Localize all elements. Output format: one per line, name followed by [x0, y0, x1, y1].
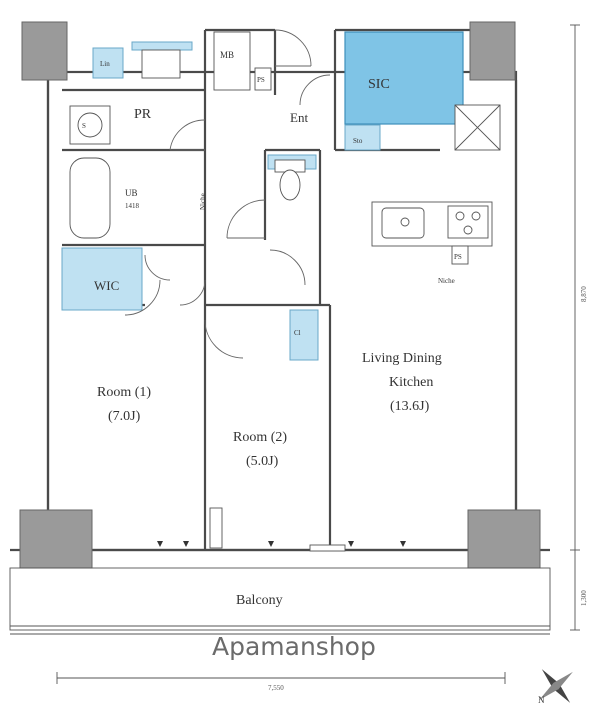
label-lin: Lin: [100, 60, 110, 68]
label-ldk-line2: Kitchen: [389, 375, 433, 390]
label-wic: WIC: [94, 278, 119, 293]
toilet-bowl: [279, 169, 301, 201]
label-washer: S: [82, 122, 86, 130]
dimension-lines: [56, 24, 580, 684]
pr-shelf: [131, 41, 193, 51]
structural-columns: [19, 21, 541, 569]
ps-box-top: [254, 67, 272, 91]
label-ub-size: 1418: [125, 202, 140, 210]
label-room2-name: Room (2): [233, 430, 287, 445]
dimension-balcony: 1,300: [580, 590, 588, 606]
ps-box-kitchen: [451, 245, 469, 265]
cl-storage: [289, 309, 319, 361]
label-ps-top: PS: [257, 76, 265, 84]
lin-storage: [92, 47, 124, 79]
bathtub: [69, 157, 111, 239]
label-room2-size: (5.0J): [246, 454, 279, 469]
label-niche-kitchen: Niche: [438, 277, 455, 285]
label-room1-name: Room (1): [97, 385, 151, 400]
sto-storage: [344, 124, 381, 151]
compass-north-label: N: [538, 695, 545, 705]
doors: [124, 29, 331, 359]
washbasin: [141, 49, 181, 79]
outer-walls: [10, 28, 550, 552]
balcony-area: [9, 567, 551, 635]
label-cl: Cl: [294, 329, 301, 337]
dimension-width: 7,550: [268, 684, 284, 692]
label-ub: UB: [125, 188, 138, 198]
label-sic: SIC: [368, 77, 390, 92]
label-pr: PR: [134, 107, 152, 122]
dimension-depth: 8,870: [580, 286, 588, 302]
compass-icon: [539, 669, 573, 703]
label-balcony: Balcony: [236, 593, 283, 608]
fixtures: [69, 31, 501, 265]
wic-storage: [61, 247, 143, 311]
label-sto: Sto: [353, 137, 363, 145]
label-ent: Ent: [290, 110, 308, 125]
window-markers: [157, 507, 406, 552]
label-ldk-line1: Living Dining: [362, 351, 442, 366]
label-ldk-size: (13.6J): [390, 399, 430, 414]
mb-box: [213, 31, 251, 91]
label-niche-bath: Niche: [199, 193, 207, 210]
watermark-text: Apamanshop: [212, 632, 376, 661]
label-ps-kitchen: PS: [454, 253, 462, 261]
sic-storage: [344, 31, 464, 125]
label-mb: MB: [220, 50, 234, 60]
label-room1-size: (7.0J): [108, 409, 141, 424]
